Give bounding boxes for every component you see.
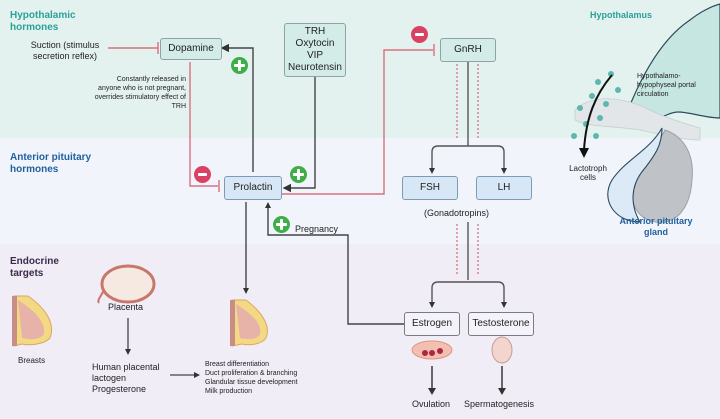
lh-node[interactable]: LH <box>476 176 532 200</box>
gnrh-branch <box>431 145 505 170</box>
gonadotropin-branch <box>431 281 505 304</box>
testosterone-node[interactable]: Testosterone <box>468 312 534 336</box>
breasts-icon <box>12 295 52 347</box>
breast-effect-item: Breast differentiation <box>205 361 270 368</box>
stimulate-icon <box>231 57 248 74</box>
stimulate-icon <box>273 216 290 233</box>
placenta-label: Placenta <box>108 302 144 312</box>
breast-target-icon <box>230 299 268 347</box>
neurotensin-label: Neurotensin <box>288 62 342 73</box>
section-label-anterior-pituitary: Anterior pituitary hormones <box>10 152 92 175</box>
breast-effects: Breast differentiation Duct proliferatio… <box>205 360 298 396</box>
lactotroph-cells-label: Lactotroph cells <box>569 164 607 182</box>
lactotroph-arrow <box>583 74 613 151</box>
gonadotropins-label: (Gonadotropins) <box>424 208 490 218</box>
estrogen-to-prolactin <box>267 206 405 325</box>
gnrh-node[interactable]: GnRH <box>440 38 496 62</box>
anterior-pituitary-band <box>0 138 720 244</box>
breasts-label: Breasts <box>18 356 46 365</box>
breast-effect-item: Duct proliferation & branching <box>205 370 298 377</box>
placental-hormone-item: lactogen <box>92 373 127 383</box>
testis-icon <box>491 336 513 364</box>
oxytocin-label: Oxytocin <box>295 38 335 49</box>
portal-circulation-label: Hypothalamo-hypophyseal portal circulati… <box>637 73 696 98</box>
section-label-hypothalamic: Hypothalamic hormones <box>10 10 76 33</box>
hypothalamus-label: Hypothalamus <box>590 10 653 20</box>
trh-to-prolactin <box>282 77 316 193</box>
vip-label: VIP <box>306 50 324 61</box>
placenta-icon <box>97 264 156 304</box>
spermatogenesis-label: Spermatogenesis <box>464 399 535 409</box>
breast-effect-item: Milk production <box>205 388 253 395</box>
trh-group-node[interactable]: TRH Oxytocin VIP Neurotensin <box>284 23 346 77</box>
dopamine-note: Constantly released in anyone who is not… <box>94 76 186 110</box>
dopamine-node[interactable]: Dopamine <box>160 38 222 60</box>
prolactin-node[interactable]: Prolactin <box>224 176 282 200</box>
ovary-icon <box>411 340 453 360</box>
inhibit-icon <box>194 166 211 183</box>
dopamine-inhibit-prolactin <box>189 62 218 187</box>
inhibit-icon <box>411 26 428 43</box>
trh-label: TRH <box>304 26 326 37</box>
prolactin-inhibit-gnrh <box>282 49 433 195</box>
stalk-outline <box>574 98 701 141</box>
estrogen-node[interactable]: Estrogen <box>404 312 460 336</box>
stimulate-icon <box>290 166 307 183</box>
ovulation-label: Ovulation <box>412 399 451 409</box>
placental-hormone-item: Progesterone <box>92 384 147 394</box>
fsh-node[interactable]: FSH <box>402 176 458 200</box>
placental-hormones: Human placental lactogen Progesterone <box>92 362 160 395</box>
suction-label: Suction (stimulus secretion reflex) <box>30 40 100 61</box>
pregnancy-label: Pregnancy <box>295 224 339 234</box>
placental-hormone-item: Human placental <box>92 362 160 372</box>
section-label-endocrine-targets: Endocrine targets <box>10 256 59 279</box>
anterior-pituitary-gland-label: Anterior pituitary gland <box>619 216 693 237</box>
anterior-lobe <box>607 127 663 223</box>
prolactin-to-dopamine <box>220 43 254 172</box>
breast-effect-item: Glandular tissue development <box>205 379 298 386</box>
